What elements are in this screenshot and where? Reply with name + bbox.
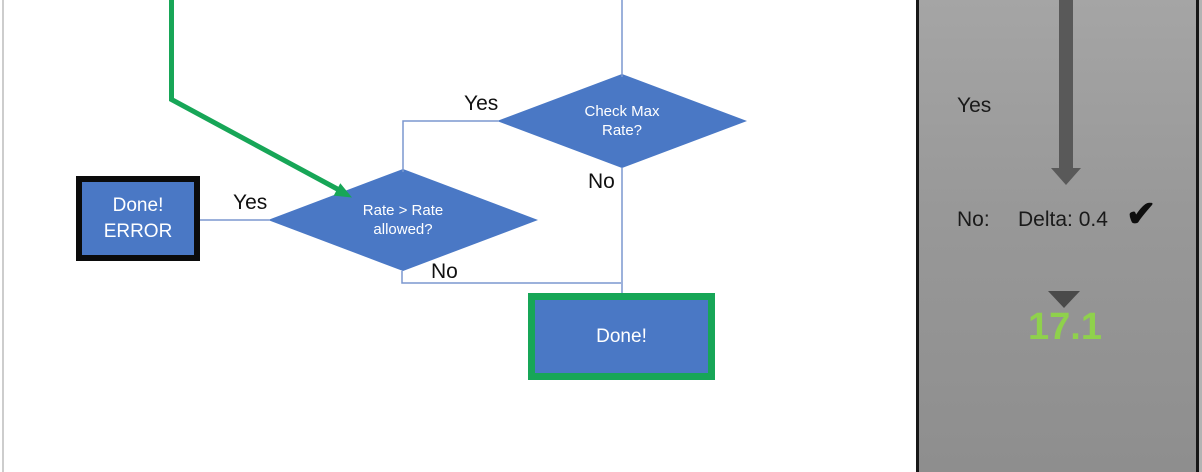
panel-result-value: 17.1 [1028, 306, 1102, 348]
panel-no-label: No: [957, 208, 990, 231]
panel-delta-value: Delta: 0.4 [1018, 208, 1108, 231]
done-error-box-line1: Done! [112, 194, 164, 216]
side-panel [916, 0, 1199, 472]
connector-check-yes-to-rate-diamond [402, 120, 498, 172]
slide-right-edge-strip [1199, 0, 1202, 472]
panel-yes-label: Yes [957, 94, 992, 117]
rate-no-label: No [431, 260, 458, 283]
panel-large-arrow-down-icon [1051, 168, 1081, 185]
green-flow-polyline [169, 0, 343, 194]
decision-rate-allowed-label-line2: allowed? [373, 221, 433, 238]
decision-check-max-rate-label-line1: Check Max [584, 103, 660, 120]
checkmark-icon: ✔ [1126, 193, 1157, 234]
check-max-no-label: No [588, 170, 615, 193]
decision-check-max-rate: Check Max Rate? [497, 74, 747, 168]
done-error-box-line2: ERROR [103, 220, 173, 242]
decision-check-max-rate-label-line2: Rate? [601, 122, 643, 139]
done-box: Done! [528, 293, 715, 380]
check-max-yes-label: Yes [464, 92, 499, 115]
slide-left-edge-line [2, 0, 4, 472]
panel-small-arrow-down-icon [1048, 291, 1080, 308]
rate-yes-label: Yes [233, 191, 268, 214]
done-error-box: Done! ERROR [76, 176, 200, 261]
done-box-label: Done! [596, 325, 647, 347]
decision-rate-allowed-label-line1: Rate > Rate [362, 202, 444, 219]
panel-large-arrow-shaft [1059, 0, 1073, 169]
decision-rate-allowed: Rate > Rate allowed? [268, 169, 538, 271]
green-flow-arrow [169, 0, 352, 198]
